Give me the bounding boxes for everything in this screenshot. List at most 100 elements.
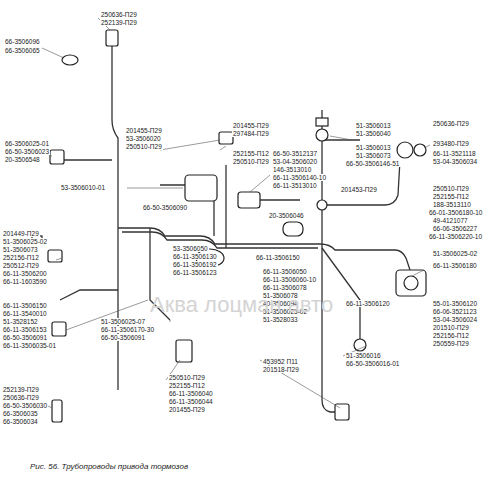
leader-line [127,188,183,189]
part-number: 51-3528033 [262,316,299,323]
part-number: 66-11-3506130 [172,253,218,260]
tank [283,222,303,236]
part-number: 250559-П29 [432,340,470,347]
part-number: 250512-П29 [2,262,40,269]
pipe [322,139,360,140]
part-number: 201449-П29 [2,230,40,237]
part-number: 250510-П29 [125,143,163,150]
part-number: 51-3506025-02 [2,238,48,245]
part-number: 66-11-3506150 [255,254,301,261]
part-number: 66-11-3506060-10 [262,276,317,283]
part-number: 66-3506096 [4,38,41,45]
part-number: 51-3506025-02 [432,250,478,257]
part-number: 51-3506040 [355,130,392,137]
part-number: 201518-П29 [262,366,300,373]
union-nut [62,55,78,65]
part-number: 51-3528152 [2,318,39,325]
part-number: 51-3506013 [355,144,392,151]
part-number: 250636-П29 [100,11,138,18]
pipe [60,159,112,160]
tee-fitting [317,200,327,210]
part-number: 53-3506050 [172,245,209,252]
part-number: 53-04-3506034 [432,158,478,165]
part-number: 53-04-3506020 [272,158,318,165]
part-number: 66-50-3506030 [2,402,48,409]
part-number: 453952 П11 [262,358,299,365]
part-number: 66-11-3506120 [345,300,391,307]
union-fitting [397,142,413,158]
plug [219,132,233,144]
part-number: 49-4121077 [432,217,469,224]
part-number: 250510-П29 [432,185,470,192]
part-number: 250510-П29 [232,158,270,165]
part-number: 66-11-1603590 [2,278,48,285]
part-number: 66-3506034 [2,418,39,425]
part-number: 66-11-3521118 [432,150,477,157]
part-number: 66-11-3506040 [168,390,214,397]
part-number: 66-11-3506140-10 [272,174,327,181]
part-number: 250636-П29 [2,394,40,401]
part-number: 66-11-3506044 [168,398,214,405]
part-number: 66-11-3506180 [432,262,478,269]
part-number: 66-3506065 [4,47,41,54]
part-number: 53-04-3506024 [432,316,478,323]
part-number: 252155-П12 [232,150,270,157]
part-number: 53-3506010-01 [60,184,106,191]
part-number: 201510-П29 [432,324,470,331]
part-number: 250636-П29 [432,120,470,127]
union-fitting [414,144,426,156]
part-number: 51-3506025-07 [100,318,146,325]
part-number: 201455-П29 [232,122,270,129]
brake-valve [396,270,426,296]
leader-line [160,140,220,150]
part-number: 51-3506016 [345,352,382,359]
tee-fitting [316,129,328,141]
part-number: 66-11-3506153 [2,326,48,333]
part-number: 20-3506046 [268,212,305,219]
part-number: 66-50-3506091 [100,334,146,341]
part-number: 66-06-3521123 [432,308,478,315]
part-number: 252139-П29 [2,386,40,393]
fitting [48,250,62,262]
nozzle-fitting [52,400,62,422]
part-number: 66-50-3506091 [2,334,48,341]
part-number: 66-11-3506200 [2,270,48,277]
valve-port [404,276,418,290]
pipe [322,160,400,205]
leader-line [220,146,226,150]
bracket [176,340,192,362]
part-number: 66-11-3506220-10 [428,233,483,240]
part-number: 66-11-3506150 [2,302,48,309]
part-number: 66-3506025-01 [4,140,50,147]
part-number: 66-11-3506078 [262,284,308,291]
part-number: 66-50-3512137 [272,150,318,157]
pipe [225,165,226,248]
part-number: 66-11-3540010 [2,310,48,317]
pipe [118,228,410,270]
leader-line [42,48,64,58]
nozzle-fitting [106,30,118,46]
part-number: 66-06-3506227 [432,225,478,232]
part-number: 66-50-3506016-01 [345,360,401,367]
figure-caption: Рис. 56. Трубопроводы привода тормозов [30,462,188,471]
part-number: 297484-П29 [232,130,270,137]
part-number: 252156-П12 [2,254,40,261]
leader-line [50,156,52,157]
bolt [316,118,328,126]
part-number: 66-11-3513010 [272,182,318,189]
part-number: 66-11-3506050 [262,268,308,275]
part-number: 53-3506020 [125,135,162,142]
part-number: 201455-П29 [125,127,163,134]
part-number: 66-50-3506146-51 [345,160,401,167]
part-number: 66-01-3506180-10 [428,209,484,216]
part-number: 66-3506035 [2,410,39,417]
part-number: 51-3506073 [355,152,392,159]
leader-line [330,136,352,140]
part-number: 188-3513110 [432,201,472,208]
part-number: 66-50-3506090 [142,204,188,211]
leader-line [260,360,340,408]
part-number: 20-3506548 [4,156,41,163]
leader-line [250,175,270,192]
part-number: 293480-П29 [432,140,470,147]
